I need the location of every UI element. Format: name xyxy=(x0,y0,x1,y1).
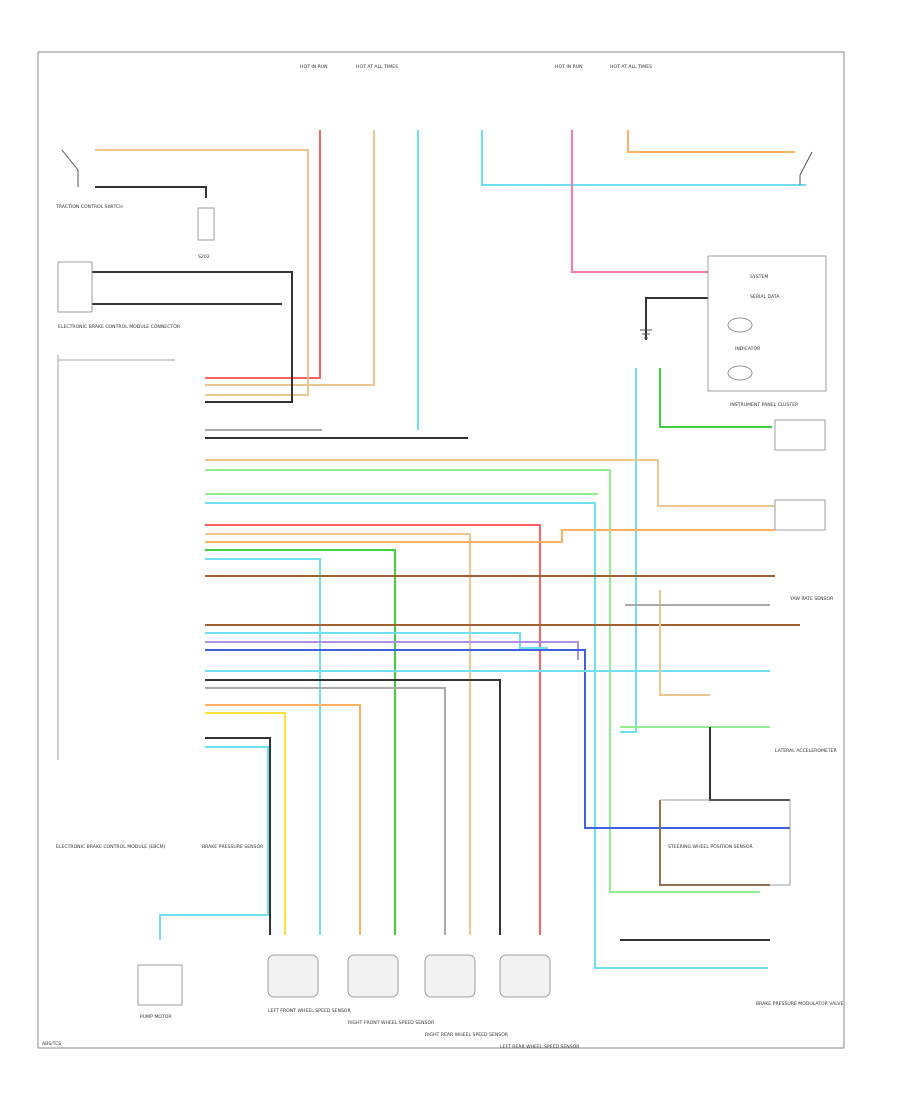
fuse-label-3: HOT IN RUN xyxy=(555,64,583,70)
wheel-sensors xyxy=(267,954,551,998)
wire-cyan-rr xyxy=(205,558,321,935)
wire-tan-lf xyxy=(205,533,471,935)
traction-switch-label: TRACTION CONTROL SWITCH xyxy=(55,204,123,210)
wire-tan-right xyxy=(659,590,710,696)
ipc-inner-2: SERIAL DATA xyxy=(750,294,780,300)
lateral-accel-label: LATERAL ACCELEROMETER xyxy=(775,748,838,754)
wheel-sensor-label-rf: RIGHT FRONT WHEEL SPEED SENSOR xyxy=(348,1020,435,1026)
wire-red-feed xyxy=(205,130,321,379)
steering-box xyxy=(659,799,791,886)
wire-cyan-feed-2 xyxy=(481,130,806,186)
pump-motor-box xyxy=(137,964,183,1006)
ipc-inner-3: INDICATOR xyxy=(735,346,761,352)
yaw-rate-label: YAW RATE SENSOR xyxy=(789,596,834,602)
wheel-sensor-rr xyxy=(424,954,476,998)
ipc-inner-1: SYSTEM xyxy=(750,274,768,280)
splice-box xyxy=(197,207,215,241)
wire-cyan-bp xyxy=(205,632,548,649)
right-switch-icon xyxy=(799,151,813,185)
wire-orange-lat xyxy=(205,704,361,935)
footer-label: ABS/TCS xyxy=(42,1041,61,1047)
ipc-lamp-icon-2 xyxy=(727,365,753,381)
brake-pressure-label: BRAKE PRESSURE SENSOR xyxy=(202,844,264,850)
wire-green-ipc xyxy=(659,368,772,428)
ipc-indicators xyxy=(727,317,753,381)
diagram-frame xyxy=(37,51,845,1049)
wire-brown-yaw xyxy=(659,800,770,886)
wheel-sensor-lr xyxy=(499,954,551,998)
wire-blue-bp xyxy=(205,649,790,829)
wire-green-rf xyxy=(205,549,396,935)
fuse-label-1: HOT IN RUN xyxy=(300,64,328,70)
wheel-sensor-label-lr: LEFT REAR WHEEL SPEED SENSOR xyxy=(500,1044,580,1050)
pump-motor-label: PUMP MOTOR xyxy=(140,1014,172,1020)
wheel-sensor-rf xyxy=(347,954,399,998)
ecm-connector-label: ELECTRONIC BRAKE CONTROL MODULE CONNECTO… xyxy=(58,324,181,330)
wire-black-right xyxy=(709,727,790,801)
wheel-sensor-label-rr: RIGHT REAR WHEEL SPEED SENSOR xyxy=(425,1032,509,1038)
wire-pink-feed xyxy=(571,130,708,273)
wire-orange-feed xyxy=(627,130,795,153)
ground-icon xyxy=(640,329,652,339)
splice-label: S202 xyxy=(198,254,210,260)
steering-sensor-label: STEERING WHEEL POSITION SENSOR xyxy=(668,844,753,850)
wire-black-left xyxy=(92,271,293,403)
ebcm-connector-box xyxy=(57,261,93,313)
wheel-sensor-label-lf: LEFT FRONT WHEEL SPEED SENSOR xyxy=(268,1008,352,1014)
right-box-2 xyxy=(774,499,826,531)
brake-modulator-label: BRAKE PRESSURE MODULATOR VALVE xyxy=(756,1001,843,1007)
wire-black-lat xyxy=(205,679,501,935)
wire-tan-mid xyxy=(205,459,775,507)
wire-orange-rf xyxy=(205,529,775,543)
ipc-label: INSTRUMENT PANEL CLUSTER xyxy=(730,402,799,408)
labels: HOT IN RUN HOT AT ALL TIMES HOT IN RUN H… xyxy=(42,64,843,1050)
wire-cyan-ss xyxy=(159,746,269,940)
right-box-1 xyxy=(774,419,826,451)
ipc-box xyxy=(707,255,827,392)
wire-red-lf xyxy=(205,524,541,935)
wire-tan-feed xyxy=(205,130,375,386)
wire-cyan-mid xyxy=(205,502,768,969)
switches xyxy=(61,149,813,339)
wire-tan-switch xyxy=(95,149,309,396)
wire-lgreen-mid xyxy=(205,469,760,893)
wire-gray-lat xyxy=(205,687,446,935)
traction-switch-icon xyxy=(61,149,79,187)
wire-black-switch xyxy=(95,186,207,198)
wire-cyan-ipc xyxy=(620,368,637,733)
wire-black-ss xyxy=(205,737,271,935)
ebcm-label: ELECTRONIC BRAKE CONTROL MODULE (EBCM) xyxy=(56,844,166,850)
fuse-label-2: HOT AT ALL TIMES xyxy=(356,64,398,70)
components xyxy=(57,207,827,1006)
wheel-sensor-lf xyxy=(267,954,319,998)
wire-purple-bp xyxy=(205,641,579,660)
fuse-label-4: HOT AT ALL TIMES xyxy=(610,64,652,70)
ipc-lamp-icon xyxy=(727,317,753,333)
wire-yellow-lat xyxy=(205,712,286,935)
